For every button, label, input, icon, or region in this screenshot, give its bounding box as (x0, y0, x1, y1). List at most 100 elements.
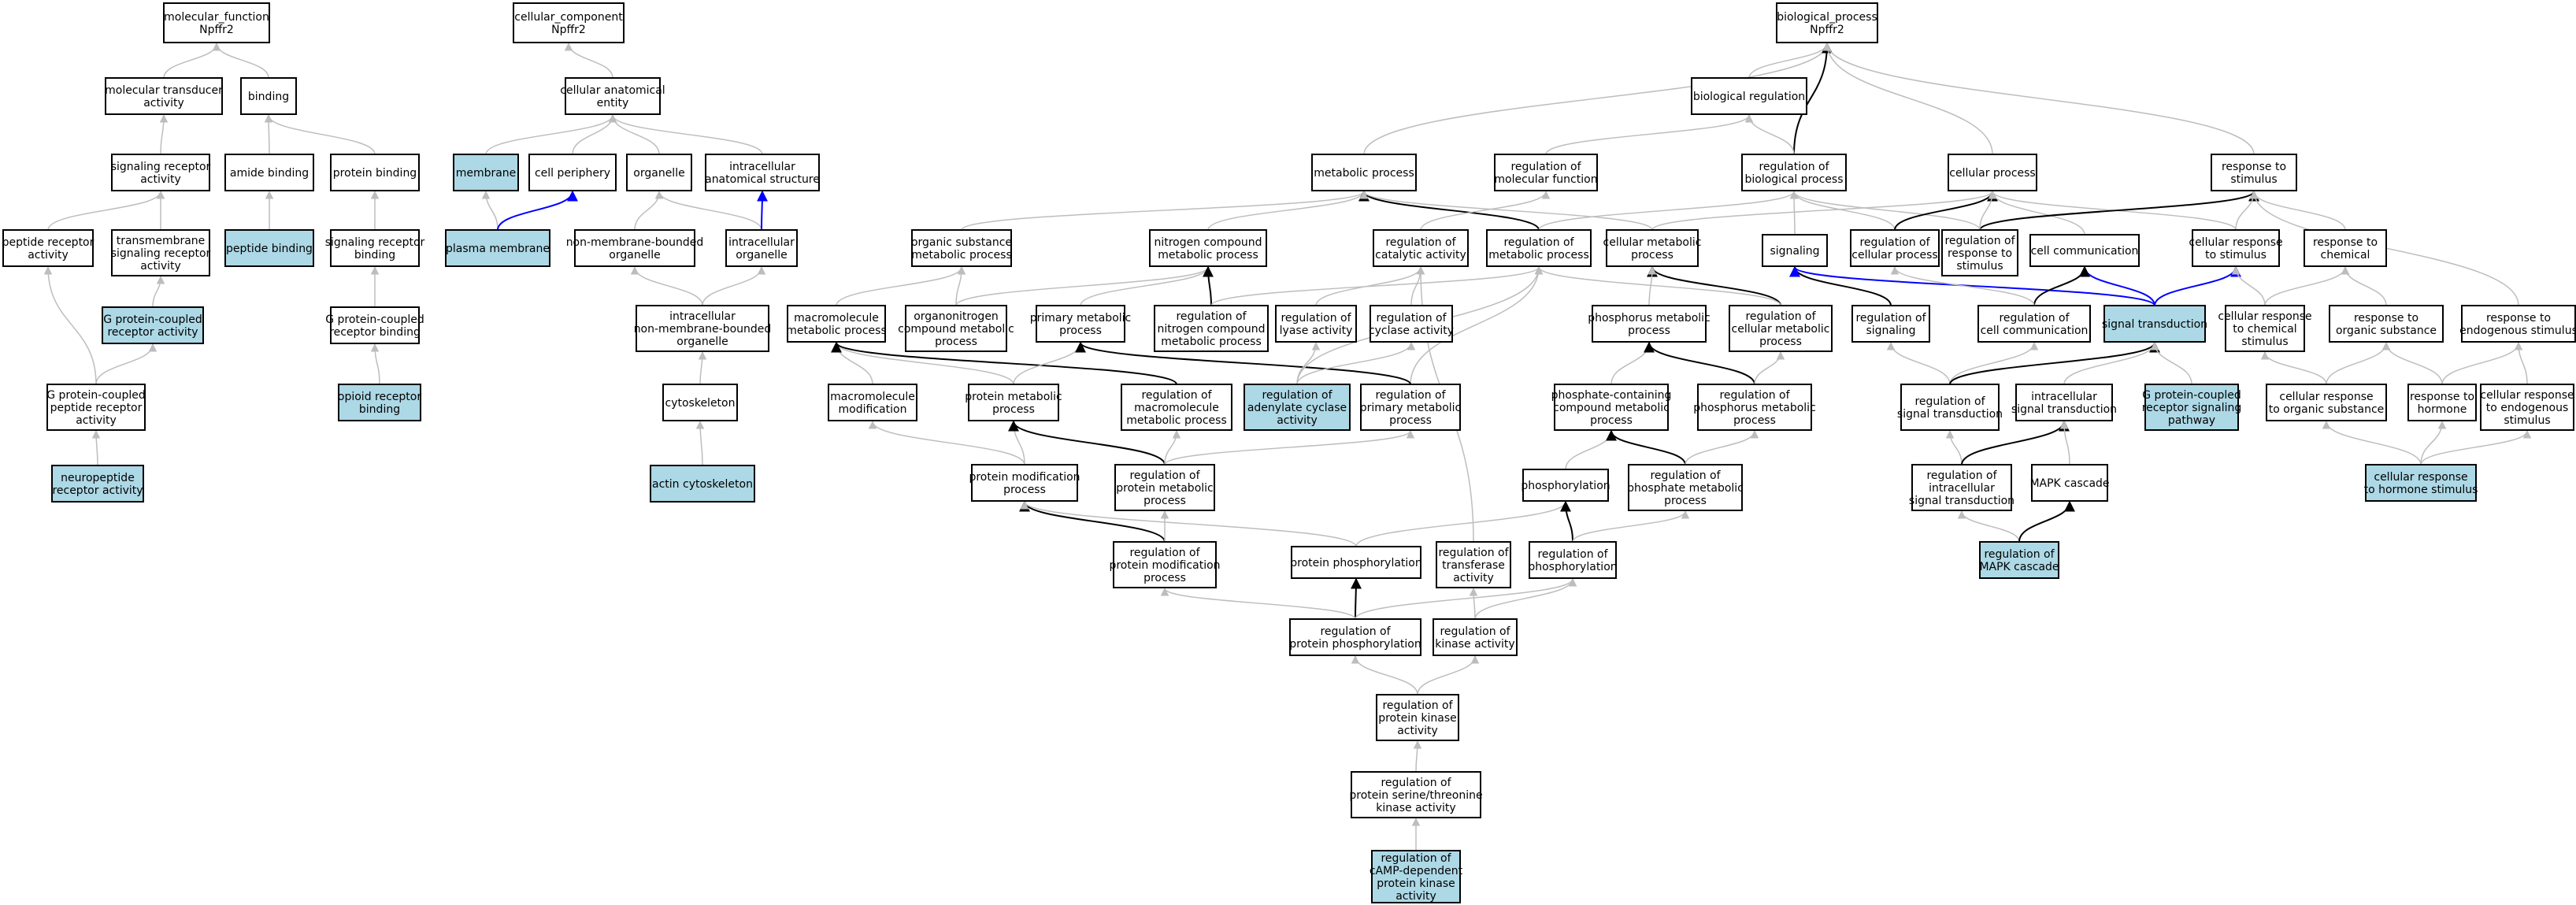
node-label-line: organelle (736, 249, 787, 261)
go-term-node-bioreg[interactable]: biological regulation (1691, 77, 1807, 115)
go-term-node-organelle[interactable]: organelle (626, 154, 692, 191)
go-term-node-mapk[interactable]: MAPK cascade (2029, 464, 2110, 502)
node-box (1311, 154, 1417, 191)
go-term-node-cellcomm[interactable]: cell communication (2029, 234, 2140, 267)
node-box (1592, 305, 1707, 343)
node-label-line: process (1389, 414, 1432, 427)
go-term-node-metab[interactable]: metabolic process (1311, 154, 1417, 191)
node-label-line: adenylate cyclase (1247, 402, 1347, 414)
node-label-line: response to (2410, 391, 2474, 403)
go-term-node-cytosk[interactable]: cytoskeleton (662, 384, 738, 421)
go-term-node-signaling[interactable]: signaling (1762, 234, 1828, 267)
go-term-node-sigtrans[interactable]: signal transduction (2102, 305, 2207, 343)
go-term-node-protbind[interactable]: protein binding (330, 154, 420, 191)
node-box (1851, 305, 1930, 343)
go-term-node-amide[interactable]: amide binding (224, 154, 314, 191)
go-term-node-actin[interactable]: actin cytoskeleton (650, 465, 755, 503)
go-term-node-pmem[interactable]: plasma membrane (445, 229, 550, 267)
go-term-node-membrane[interactable]: membrane (453, 154, 519, 191)
go-term-node-phos[interactable]: phosphorylation (1521, 469, 1610, 502)
go-term-node-bind[interactable]: binding (240, 77, 297, 115)
go-term-node-inmbo[interactable]: intracellularnon-membrane-boundedorganel… (634, 305, 772, 352)
node-box (636, 305, 769, 352)
node-label-line: regulation of (1914, 395, 1985, 408)
edge-ocmp-to-osmp (955, 265, 966, 306)
go-term-node-protphos[interactable]: protein phosphorylation (1290, 546, 1422, 579)
go-term-node-cellper[interactable]: cell periphery (528, 154, 617, 191)
go-term-node-cellproc[interactable]: cellular process (1948, 154, 2037, 191)
go-term-node-pepbind[interactable]: peptide binding (224, 229, 314, 267)
node-label-line: chemical (2321, 249, 2370, 261)
